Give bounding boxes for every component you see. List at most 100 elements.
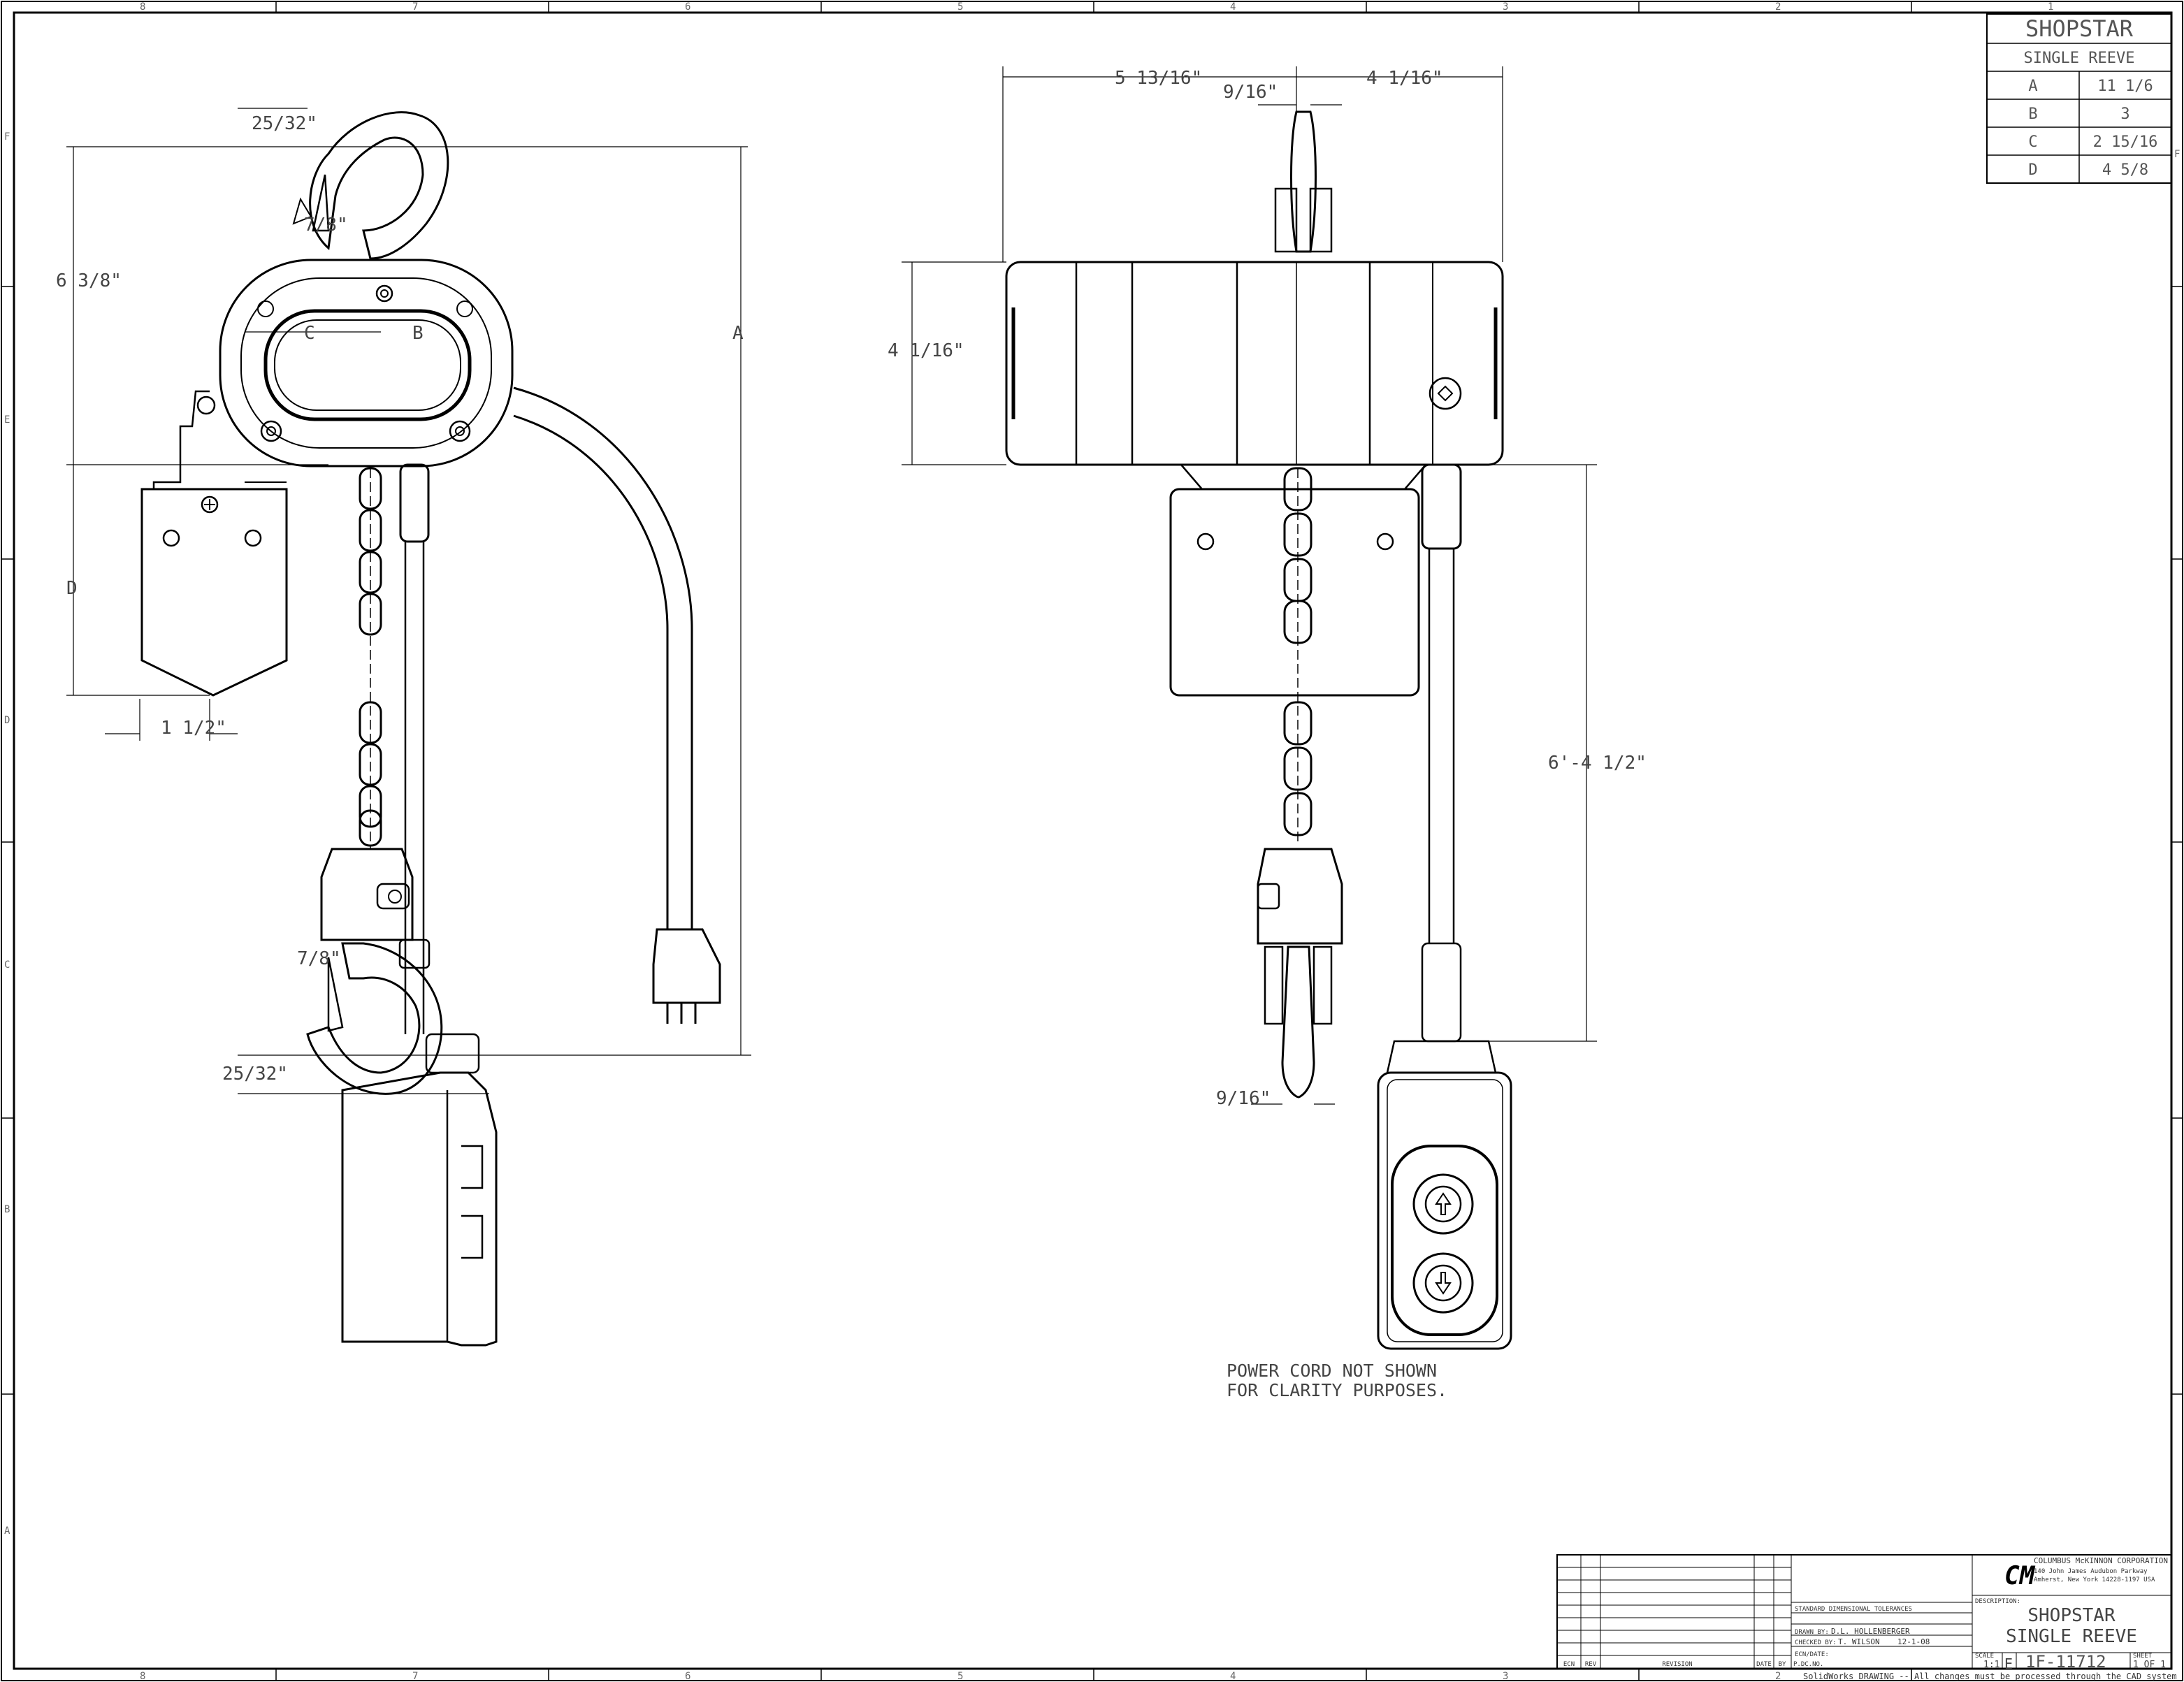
- front-view-dimensions: [902, 66, 1597, 1105]
- power-cord: [513, 386, 693, 929]
- dim-hook-tip-bottom: 7/8": [297, 948, 341, 969]
- sheet-label: SHEET: [2133, 1653, 2153, 1660]
- rev-header-revision: REVISION: [1662, 1661, 1692, 1668]
- hook-latch-bottom: [327, 957, 344, 1032]
- label-c: C: [304, 323, 315, 344]
- dim-front-height: 4 1/16": [888, 340, 964, 361]
- side-pendant: [341, 1071, 498, 1347]
- label-b: B: [412, 323, 424, 344]
- zone-col-6-bottom: 6: [685, 1671, 690, 1682]
- zone-row-e: E: [4, 414, 10, 426]
- drawn-by-label: DRAWN BY:: [1795, 1629, 1829, 1636]
- up-arrow-icon: [1435, 1192, 1452, 1215]
- dim-front-hook-bottom: 9/16": [1216, 1088, 1271, 1109]
- label-d: D: [66, 578, 78, 599]
- side-view-labels: 25/32" 6 3/8" 7/8" 7/8" 25/32" 1 1/2" A …: [56, 113, 744, 1085]
- footer-note: SolidWorks DRAWING -- All changes must b…: [1803, 1672, 2177, 1681]
- table-subtitle: SINGLE REEVE: [2024, 50, 2135, 67]
- front-top-hook: [1290, 110, 1317, 253]
- gear-case: [1169, 488, 1420, 697]
- zone-col-1: 1: [2048, 1, 2053, 13]
- table-key-c: C: [2028, 133, 2037, 151]
- rev-header-ecn: ECN: [1563, 1661, 1575, 1668]
- desc-line-1: SHOPSTAR: [2027, 1605, 2116, 1626]
- pendant-up-button: [1412, 1173, 1474, 1235]
- zone-col-4-bottom: 4: [1230, 1671, 1236, 1682]
- cm-logo: CM: [2004, 1562, 2036, 1590]
- checked-date: 12-1-08: [1897, 1637, 1930, 1646]
- zone-row-f: F: [4, 131, 10, 143]
- front-view: [1005, 110, 1512, 1350]
- sheet-value: 1 OF 1: [2133, 1660, 2166, 1670]
- rev-header-rev: REV: [1585, 1661, 1597, 1668]
- zone-row-b: B: [4, 1204, 10, 1215]
- drawn-by: D.L. HOLLENBERGER: [1831, 1627, 1910, 1636]
- hook-latch-top: [312, 174, 330, 232]
- address-1: 140 John James Audubon Parkway: [2034, 1568, 2148, 1575]
- zone-col-8-bottom: 8: [140, 1671, 145, 1682]
- desc-line-2: SINGLE REEVE: [2006, 1626, 2137, 1647]
- dim-hook-top: 25/32": [252, 113, 317, 134]
- scale-label: SCALE: [1975, 1653, 1994, 1660]
- table-key-b: B: [2028, 106, 2037, 123]
- address-2: Amherst, New York 14228-1197 USA: [2034, 1576, 2155, 1583]
- title-block: ECN REV REVISION DATE BY P.DC.NO. STANDA…: [1556, 1554, 2177, 1681]
- dim-offset: 1 1/2": [161, 718, 226, 739]
- dim-overall-width: 6 3/8": [56, 270, 122, 291]
- table-title: SHOPSTAR: [2025, 15, 2134, 42]
- table-key-a: A: [2028, 78, 2037, 95]
- zone-labels: 8 7 6 5 4 3 2 1 8 7 6 5 4 3 2 F E D C B …: [4, 1, 2180, 1682]
- dim-front-drop: 6'-4 1/2": [1548, 753, 1647, 774]
- rev-header-date: DATE: [1756, 1661, 1772, 1668]
- side-view: [140, 111, 721, 1347]
- zone-row-d: D: [4, 715, 10, 726]
- zone-col-4: 4: [1230, 1, 1236, 13]
- zone-col-2-bottom: 2: [1775, 1671, 1781, 1682]
- description-label: DESCRIPTION:: [1975, 1598, 2020, 1605]
- rev-header-pdc: P.DC.NO.: [1793, 1661, 1823, 1668]
- zone-col-8: 8: [140, 1, 145, 13]
- table-value-b: 3: [2120, 106, 2129, 123]
- front-bottom-hook: [1281, 945, 1315, 1099]
- bottom-block: [320, 848, 414, 941]
- drawing-number: 1F-11712: [2025, 1652, 2106, 1672]
- dim-front-right: 4 1/16": [1366, 68, 1443, 89]
- zone-col-5-bottom: 5: [957, 1671, 963, 1682]
- checked-by: T. WILSON: [1838, 1637, 1880, 1646]
- zone-row-c: C: [4, 959, 10, 971]
- note-line-1: POWER CORD NOT SHOWN: [1227, 1361, 1437, 1381]
- table-value-c: 2 15/16: [2093, 133, 2158, 151]
- tolerances: STANDARD DIMENSIONAL TOLERANCES: [1795, 1606, 1912, 1613]
- zone-row-a: A: [4, 1525, 10, 1537]
- zone-col-2: 2: [1775, 1, 1781, 13]
- company: COLUMBUS McKINNON CORPORATION: [2034, 1556, 2168, 1565]
- hoist-body: [219, 259, 514, 467]
- zone-col-3-bottom: 3: [1503, 1671, 1508, 1682]
- top-hook: [309, 111, 449, 260]
- zone-row-f-right: F: [2174, 149, 2180, 160]
- front-bottom-block: [1257, 848, 1343, 945]
- table-value-a: 11 1/6: [2097, 78, 2153, 95]
- pendant-down-button: [1412, 1252, 1474, 1314]
- zone-col-5: 5: [957, 1, 963, 13]
- zone-col-3: 3: [1503, 1, 1508, 13]
- side-view-dimensions: [66, 108, 751, 1094]
- inner-border: [13, 11, 2173, 1670]
- power-plug: [652, 928, 721, 1004]
- front-view-labels: 5 13/16" 9/16" 4 1/16" 4 1/16" 6'-4 1/2"…: [888, 68, 1647, 1400]
- note-line-2: FOR CLARITY PURPOSES.: [1227, 1380, 1447, 1400]
- table-key-d: D: [2028, 161, 2037, 179]
- zone-col-6: 6: [685, 1, 690, 13]
- ecn-date-label: ECN/DATE:: [1795, 1651, 1829, 1658]
- checked-by-label: CHECKED BY:: [1795, 1639, 1837, 1646]
- gear-cover: [140, 488, 288, 697]
- front-pendant: [1377, 1071, 1512, 1350]
- motor-housing: [1005, 261, 1504, 466]
- zone-col-7: 7: [412, 1, 418, 13]
- down-arrow-icon: [1435, 1272, 1452, 1295]
- dim-hook-bottom: 25/32": [222, 1064, 288, 1085]
- dim-hook-tip-top: 7/8": [304, 215, 348, 235]
- bottom-hook: [306, 942, 443, 1095]
